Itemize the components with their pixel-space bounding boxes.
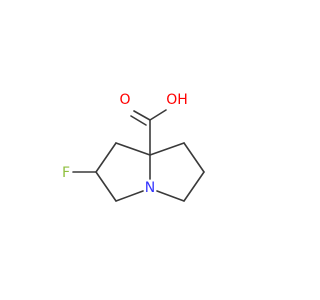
bonds: [72, 109, 205, 202]
atom-nitrogen: N: [145, 180, 155, 196]
molecule-canvas: O OH F N: [61, 92, 205, 202]
bond-c7-c6: [95, 142, 117, 173]
bond-c-oh: [149, 109, 167, 121]
bond-c6-c5: [95, 171, 117, 202]
bond-c5-n: [115, 190, 144, 202]
bond-c2-c3: [183, 171, 205, 202]
atom-o-carbonyl: O: [119, 92, 130, 108]
structure-diagram: O OH F N: [62, 92, 205, 202]
bond-c3-n: [156, 190, 185, 202]
bond-c-o-double-a: [133, 110, 151, 121]
bond-c-o-double-b: [130, 115, 147, 126]
bond-c8a-c1: [149, 142, 185, 156]
atom-fluorine: F: [62, 165, 70, 181]
bond-c8a-c7: [115, 142, 151, 156]
atom-hydroxyl: OH: [166, 92, 188, 108]
bond-c1-c2: [183, 142, 205, 173]
